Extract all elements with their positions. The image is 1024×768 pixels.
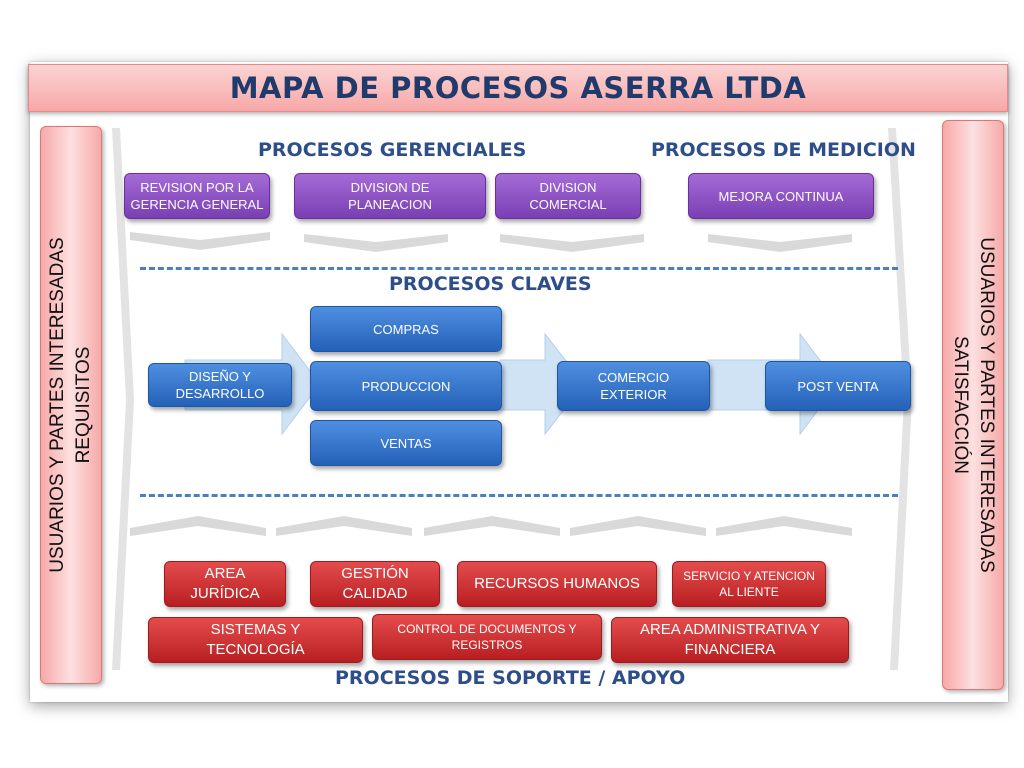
process-servicio-atencion[interactable]: SERVICIO Y ATENCION AL LIENTE — [672, 561, 826, 607]
process-gestion-calidad[interactable]: GESTIÓN CALIDAD — [310, 561, 440, 607]
process-ventas-label: VENTAS — [380, 435, 432, 451]
process-sistemas-tecnologia[interactable]: SISTEMAS Y TECNOLOGÍA — [148, 617, 363, 663]
left-panel-label: USUARIOS Y PARTES INTERESADAS REQUISITOS — [45, 145, 97, 665]
process-servicio-label: SERVICIO Y ATENCION AL LIENTE — [683, 569, 815, 599]
process-rrhh-label: RECURSOS HUMANOS — [474, 575, 640, 592]
process-calidad-label: GESTIÓN CALIDAD — [341, 565, 409, 602]
section-title-claves: PROCESOS CLAVES — [389, 273, 592, 295]
process-mejora-continua[interactable]: MEJORA CONTINUA — [688, 173, 874, 219]
process-diseno-desarrollo[interactable]: DISEÑO Y DESARROLLO — [148, 363, 292, 407]
right-panel-line2: SATISFACCIÓN — [950, 336, 971, 474]
process-control-documentos[interactable]: CONTROL DE DOCUMENTOS Y REGISTROS — [372, 614, 602, 660]
process-juridica-label: AREA JURÍDICA — [190, 565, 260, 602]
process-planeacion-label: DIVISION DE PLANEACION — [348, 180, 432, 212]
process-diseno-label: DISEÑO Y DESARROLLO — [175, 369, 265, 401]
down-chevrons — [130, 232, 852, 252]
process-comercial-label: DIVISION COMERCIAL — [529, 180, 607, 212]
left-panel-line1: USUARIOS Y PARTES INTERESADAS — [47, 237, 68, 573]
section-title-medicion: PROCESOS DE MEDICION — [651, 139, 916, 161]
process-division-planeacion[interactable]: DIVISION DE PLANEACION — [294, 173, 486, 219]
diagram-title: MAPA DE PROCESOS ASERRA LTDA — [229, 71, 807, 105]
process-documentos-label: CONTROL DE DOCUMENTOS Y REGISTROS — [397, 622, 577, 652]
process-administrativa-label: AREA ADMINISTRATIVA Y FINANCIERA — [639, 621, 821, 658]
process-area-juridica[interactable]: AREA JURÍDICA — [164, 561, 286, 607]
up-chevrons — [130, 516, 852, 536]
process-revision-label: REVISION POR LA GERENCIA GENERAL — [130, 180, 264, 212]
process-sistemas-label: SISTEMAS Y TECNOLOGÍA — [206, 621, 305, 658]
process-ventas[interactable]: VENTAS — [310, 420, 502, 466]
process-division-comercial[interactable]: DIVISION COMERCIAL — [495, 173, 641, 219]
process-comercio-exterior[interactable]: COMERCIO EXTERIOR — [557, 361, 710, 411]
process-compras[interactable]: COMPRAS — [310, 306, 502, 352]
process-post-venta[interactable]: POST VENTA — [765, 361, 911, 411]
right-satisfaction-panel: USUARIOS Y PARTES INTERESADAS SATISFACCI… — [942, 120, 1004, 690]
process-postventa-label: POST VENTA — [797, 378, 879, 394]
section-title-soporte: PROCESOS DE SOPORTE / APOYO — [335, 667, 686, 689]
dashed-separator-bottom — [140, 494, 898, 497]
left-requirements-panel: USUARIOS Y PARTES INTERESADAS REQUISITOS — [40, 126, 102, 684]
right-panel-label: USUARIOS Y PARTES INTERESADAS SATISFACCI… — [947, 145, 999, 665]
left-separator — [112, 128, 134, 670]
left-panel-line2: REQUISITOS — [73, 346, 94, 464]
section-title-gerenciales: PROCESOS GERENCIALES — [258, 139, 527, 161]
process-area-administrativa[interactable]: AREA ADMINISTRATIVA Y FINANCIERA — [611, 617, 849, 663]
process-comercio-label: COMERCIO EXTERIOR — [597, 370, 670, 402]
process-revision-gerencia[interactable]: REVISION POR LA GERENCIA GENERAL — [124, 173, 270, 219]
right-panel-line1: USUARIOS Y PARTES INTERESADAS — [976, 237, 997, 573]
process-produccion-label: PRODUCCION — [361, 378, 451, 394]
process-compras-label: COMPRAS — [373, 321, 439, 337]
title-bar: MAPA DE PROCESOS ASERRA LTDA — [28, 64, 1008, 112]
process-mejora-label: MEJORA CONTINUA — [718, 188, 844, 204]
process-recursos-humanos[interactable]: RECURSOS HUMANOS — [457, 561, 657, 607]
process-produccion[interactable]: PRODUCCION — [310, 361, 502, 411]
dashed-separator-top — [140, 267, 898, 270]
